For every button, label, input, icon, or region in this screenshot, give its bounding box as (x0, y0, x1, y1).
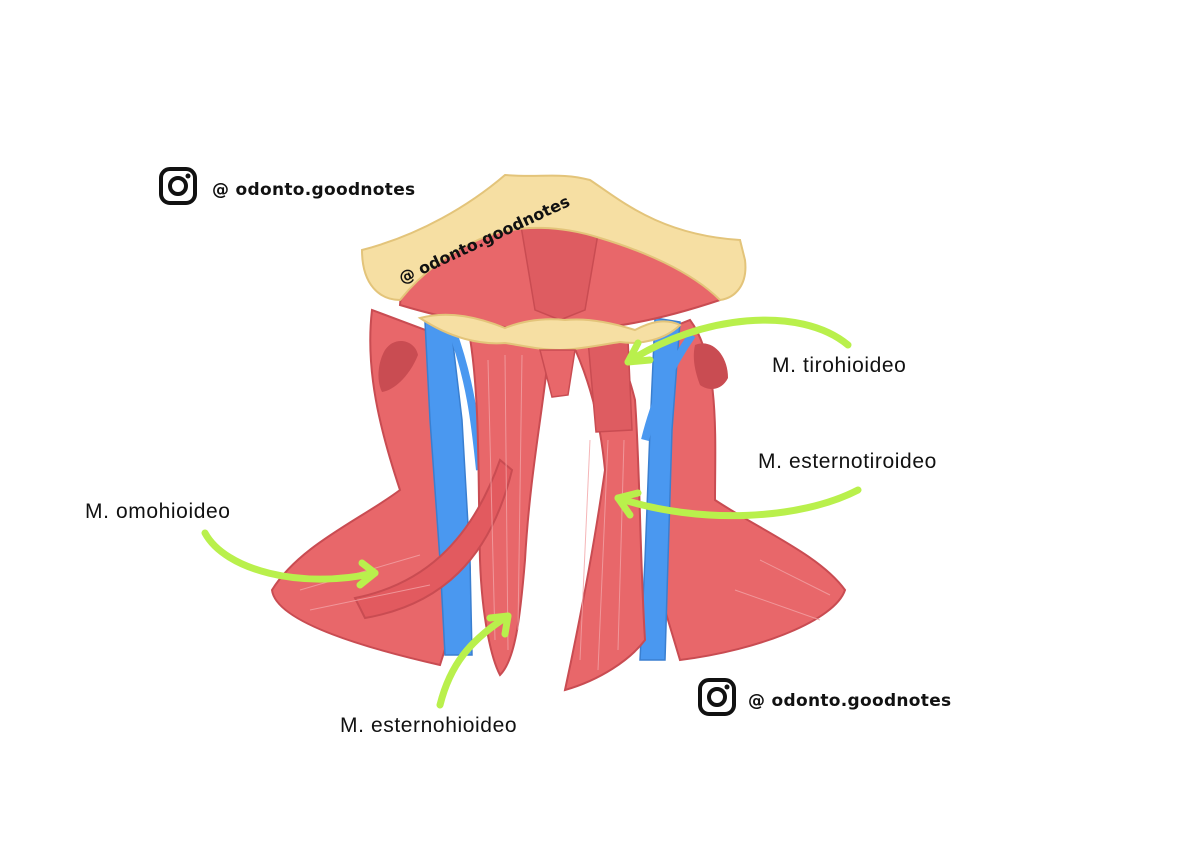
central-gap (544, 390, 580, 690)
arrow-esternohioideo (436, 612, 512, 709)
right-vein-branch (641, 332, 696, 441)
arrow-esternotiroideo-head (614, 489, 642, 519)
right-lateral-muscle (648, 318, 847, 662)
label-omohioideo: M. omohioideo (85, 500, 231, 523)
instagram-icon (698, 678, 736, 716)
left-shoulder-muscle (378, 340, 418, 392)
arrow-omohioideo (201, 529, 379, 583)
thyroid-cartilage (539, 349, 576, 398)
neck-illustration (270, 173, 847, 692)
arrow-omohioideo-head (356, 559, 379, 589)
label-esternohioideo: M. esternohioideo (340, 714, 518, 737)
bottom-watermark-handle: @ odonto.goodnotes (748, 691, 952, 711)
muscle-fibers (299, 354, 831, 671)
right-shoulder-muscle (693, 343, 728, 390)
instagram-icon (159, 167, 197, 205)
top-watermark-handle: @ odonto.goodnotes (212, 180, 416, 200)
annotation-arrows (201, 316, 862, 709)
omohyoid-muscle (353, 458, 514, 620)
label-tirohioideo: M. tirohioideo (772, 354, 907, 377)
arrow-tirohioideo-head (624, 339, 654, 366)
mandible-bone (360, 173, 747, 302)
arrow-esternotiroideo (614, 486, 862, 520)
thyrohyoid-muscle (587, 339, 633, 433)
arrow-tirohioideo (624, 316, 852, 366)
hyoid-bone (417, 313, 682, 352)
label-esternotiroideo: M. esternotiroideo (758, 450, 937, 473)
arrow-esternohioideo-head (486, 612, 512, 638)
